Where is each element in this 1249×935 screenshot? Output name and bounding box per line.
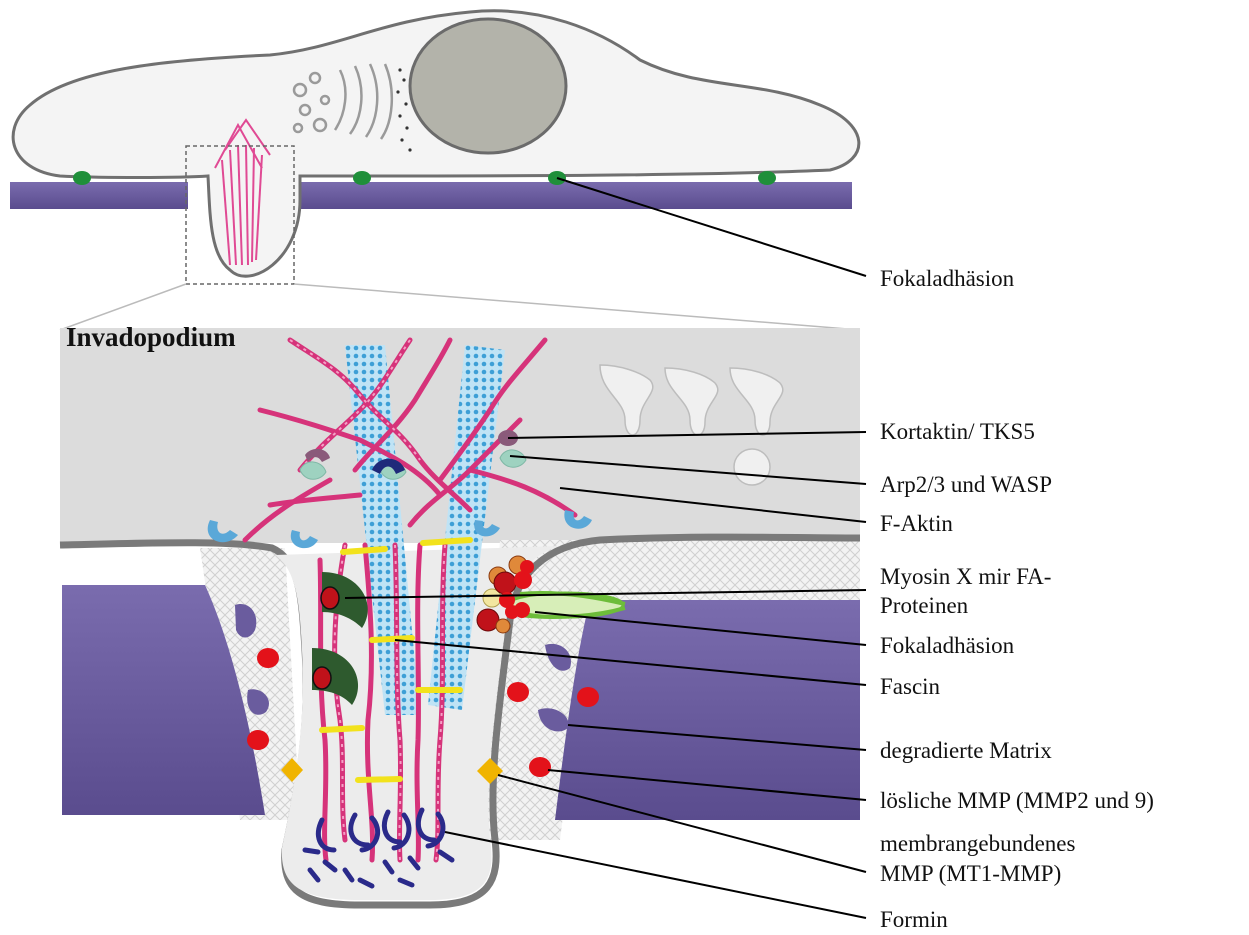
label-arp23-wasp: Arp2/3 und WASP [880, 471, 1052, 498]
label-degraded-matrix: degradierte Matrix [880, 737, 1052, 764]
label-f-actin: F-Aktin [880, 510, 953, 537]
label-focal-adhesion-bottom: Fokaladhäsion [880, 632, 1014, 659]
diagram-title: Invadopodium [66, 322, 236, 353]
matrix-strip-right [290, 182, 852, 209]
cell-overview [10, 11, 860, 330]
nucleus [410, 19, 566, 153]
label-myosin-x-line1: Myosin X mir FA- [880, 563, 1051, 590]
label-cortactin-tks5: Kortaktin/ TKS5 [880, 418, 1035, 445]
label-soluble-mmp: lösliche MMP (MMP2 und 9) [880, 787, 1154, 814]
matrix-block-right [555, 600, 860, 820]
label-myosin-x-line2: Proteinen [880, 592, 968, 619]
label-fascin: Fascin [880, 673, 940, 700]
label-focal-adhesion-top: Fokaladhäsion [880, 265, 1014, 292]
invadopodium-detail [60, 328, 860, 905]
label-formin: Formin [880, 906, 948, 933]
matrix-strip-left [10, 182, 188, 209]
label-membrane-mmp-line1: membrangebundenes [880, 830, 1075, 857]
label-membrane-mmp-line2: MMP (MT1-MMP) [880, 860, 1061, 887]
